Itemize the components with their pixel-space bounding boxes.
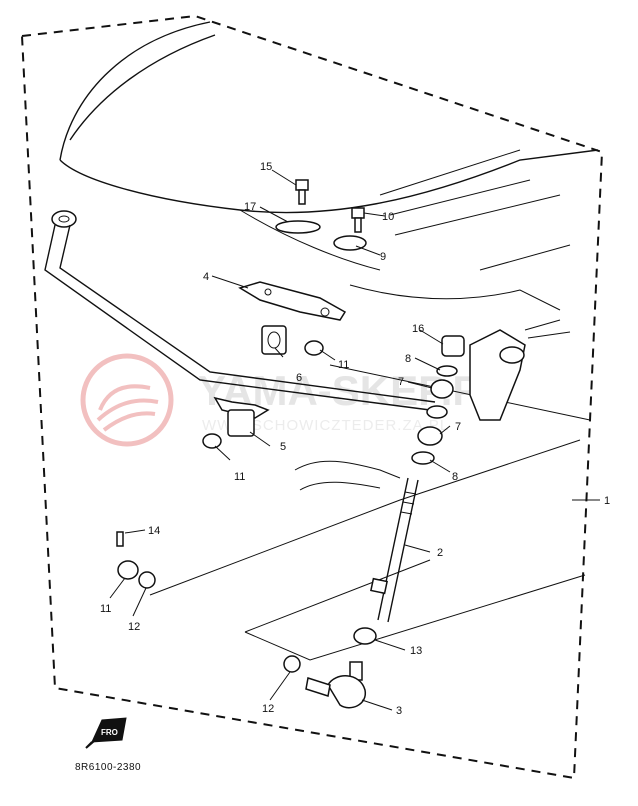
collar-part	[426, 405, 448, 419]
front-direction-badge: FRO	[85, 717, 127, 749]
callout-1: 1	[604, 495, 610, 507]
stabilizer-bar	[44, 210, 436, 411]
front-badge-label: FRO	[101, 728, 118, 737]
callout-8-upper: 8	[405, 353, 411, 365]
callout-5: 5	[280, 441, 286, 453]
washer-part-8-upper	[436, 365, 458, 377]
callout-3: 3	[396, 705, 402, 717]
bolt-part-10	[351, 207, 365, 233]
callout-12-left: 12	[128, 621, 140, 633]
watermark-logo-mark	[96, 384, 159, 432]
callout-2: 2	[437, 547, 443, 559]
callout-16: 16	[412, 323, 424, 335]
washer-part-12-left	[138, 571, 156, 589]
washer-part-8-lower	[411, 451, 435, 465]
diagram-code: 8R6100-2380	[75, 762, 141, 773]
bushing-part-7-upper	[430, 379, 454, 399]
callout-11-upper: 11	[338, 359, 349, 371]
bushing-part-7-lower	[417, 426, 443, 446]
hood-outline	[59, 21, 599, 311]
callouts: 15 17 10 9 4 16 6 11 8 7 5 11 7 8 1 14 2…	[100, 161, 610, 717]
callout-10: 10	[382, 211, 394, 223]
callout-8-lower: 8	[452, 471, 458, 483]
callout-11-lower: 11	[234, 471, 245, 483]
callout-11-left: 11	[100, 603, 111, 615]
leader-lines	[109, 169, 600, 711]
watermark-logo	[80, 353, 174, 447]
callout-7-lower: 7	[455, 421, 461, 433]
callout-13: 13	[410, 645, 422, 657]
ball-joint-part-3	[305, 661, 366, 709]
assembly-boundary	[20, 14, 604, 780]
nut-part-11-upper	[304, 340, 324, 356]
bracket-part-4	[238, 281, 347, 321]
callout-14: 14	[148, 525, 160, 537]
nut-part-11-lower	[202, 433, 222, 449]
callout-6: 6	[296, 372, 302, 384]
callout-12-lower: 12	[262, 703, 274, 715]
callout-15: 15	[260, 161, 272, 173]
rod-part-2	[370, 477, 419, 623]
watermark-subtitle: WWW.SCHOWICZTEDER.ZA.PL	[202, 417, 449, 434]
callout-7-upper: 7	[398, 376, 404, 388]
nut-part-11-left	[117, 560, 139, 580]
washer-part-17	[275, 220, 321, 234]
washer-part-12-lower	[283, 655, 301, 673]
bolt-part-15	[295, 179, 309, 205]
nut-part-13	[353, 627, 377, 645]
bracket-part-5	[213, 396, 270, 437]
bushing-part-6	[261, 325, 287, 355]
callout-4: 4	[203, 271, 209, 283]
screw-part-14	[116, 531, 124, 547]
callout-17: 17	[244, 201, 256, 213]
callout-9: 9	[380, 251, 386, 263]
link-arm	[469, 319, 571, 421]
cap-part-16	[441, 335, 465, 357]
